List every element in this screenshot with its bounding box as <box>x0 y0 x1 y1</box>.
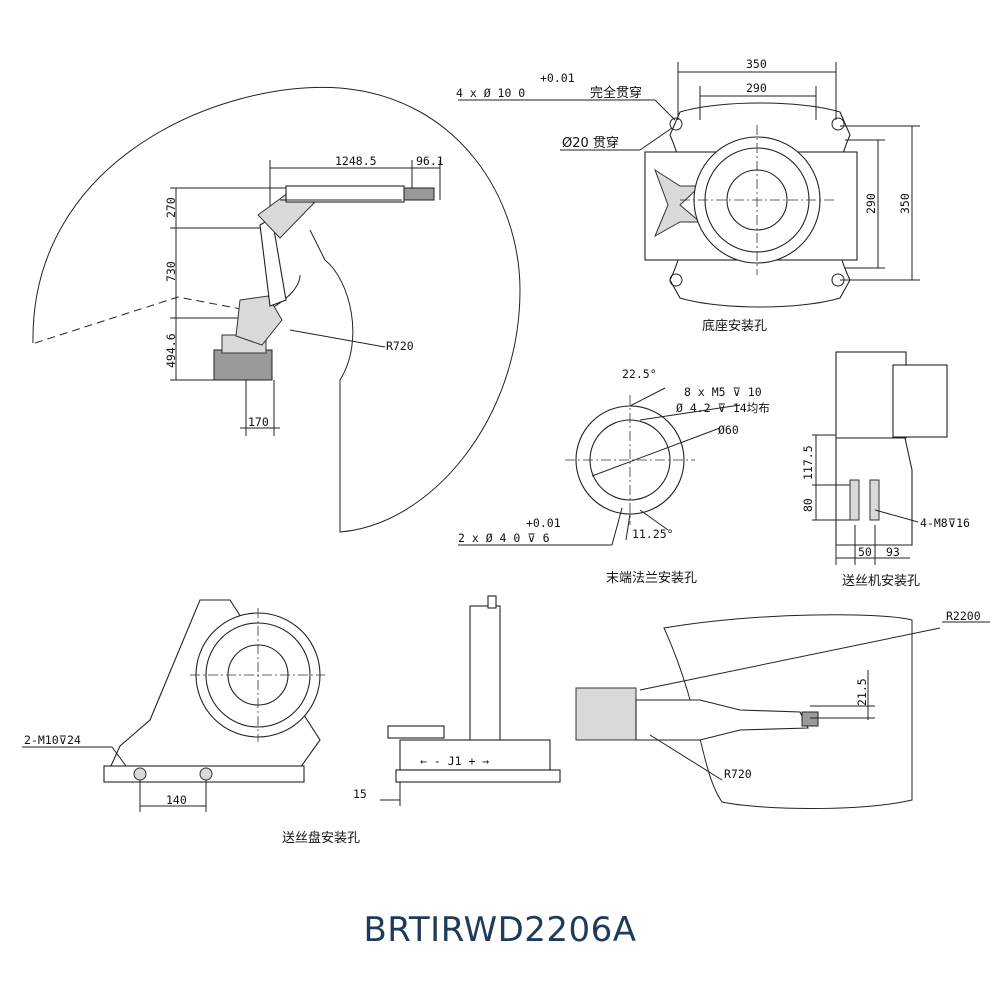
dim-feeder-50: 50 <box>858 545 872 559</box>
flange-tolerance: +0.01 <box>526 516 561 530</box>
reel-callout-m10: 2-M10⊽24 <box>24 733 81 747</box>
dim-top-r2200: R2200 <box>946 609 981 623</box>
flange-angle-22-5: 22.5° <box>622 367 657 381</box>
dim-1248-5: 1248.5 <box>335 154 377 168</box>
dim-reel-15: 15 <box>353 787 367 801</box>
robot-wrist <box>403 187 435 201</box>
dim-730: 730 <box>164 261 178 282</box>
dim-96-1: 96.1 <box>416 154 444 168</box>
feeder-view: 117.5 80 50 93 4-M8⊽16 送丝机安装孔 <box>801 351 970 589</box>
base-hole-tr <box>831 117 845 131</box>
reel-caption: 送丝盘安装孔 <box>282 830 360 846</box>
flange-view: 22.5° 8 x M5 ⊽ 10 Ø 4.2 ⊽ 14均布 Ø60 +0.01… <box>458 367 770 586</box>
feeder-callout-m8: 4-M8⊽16 <box>920 516 970 530</box>
reel-view: 2-M10⊽24 140 送丝盘安装孔 <box>22 599 360 846</box>
dim-reel-140: 140 <box>166 793 187 807</box>
base-hole-tl <box>669 117 683 131</box>
dim-r720: R720 <box>386 339 414 353</box>
reel-rail <box>399 739 551 771</box>
top-envelope <box>663 614 913 809</box>
dim-494-6: 494.6 <box>164 333 178 368</box>
dim-270: 270 <box>164 197 178 218</box>
flange-angle-11-25: 11.25° <box>632 527 674 541</box>
flange-callout-4-2: Ø 4.2 ⊽ 14均布 <box>676 401 770 415</box>
base-view: 350 290 290 350 +0.01 4 x Ø 10 0 完全贯穿 Ø2… <box>456 57 920 334</box>
reel-side-view: ← - J1 + → 15 <box>353 595 561 806</box>
reel-rail-label: ← - J1 + → <box>420 754 489 768</box>
flange-dia-line <box>591 427 721 477</box>
reel-post <box>469 605 501 747</box>
reach-envelope-dashed <box>34 296 263 344</box>
dim-base-350-top: 350 <box>746 57 767 71</box>
top-base <box>575 687 637 741</box>
dim-base-290-side: 290 <box>864 193 878 214</box>
model-title: BRTIRWD2206A <box>363 910 637 950</box>
base-through-note: 完全贯穿 <box>590 85 642 101</box>
base-caption: 底座安装孔 <box>702 318 767 334</box>
dim-170: 170 <box>248 415 269 429</box>
dim-feeder-80: 80 <box>801 498 815 512</box>
base-hole-bl <box>669 273 683 287</box>
flange-caption: 末端法兰安装孔 <box>606 571 697 586</box>
base-holes-callout: 4 x Ø 10 0 <box>456 86 525 100</box>
dim-top-21-5: 21.5 <box>855 678 869 706</box>
flange-callout-m5: 8 x M5 ⊽ 10 <box>684 385 762 399</box>
feeder-caption: 送丝机安装孔 <box>842 574 920 589</box>
dim-base-290-top: 290 <box>746 81 767 95</box>
reach-view: 1248.5 96.1 270 730 494.6 170 R720 <box>32 86 521 533</box>
dim-base-350-side: 350 <box>898 193 912 214</box>
robot-base <box>213 349 273 381</box>
dim-feeder-117-5: 117.5 <box>801 445 815 480</box>
flange-callout-4: 2 x Ø 4 0 ⊽ 6 <box>458 531 550 545</box>
top-view: R2200 21.5 R720 <box>575 609 990 809</box>
robot-shoulder <box>235 295 283 346</box>
r720-leader <box>289 329 386 348</box>
dim-feeder-93: 93 <box>886 545 900 559</box>
base-tolerance: +0.01 <box>540 71 575 85</box>
reach-envelope-outer <box>32 86 521 533</box>
flange-dia-60: Ø60 <box>718 423 739 437</box>
dim-top-r720: R720 <box>724 767 752 781</box>
top-arm <box>635 699 809 741</box>
base-hole20-note: Ø20 贯穿 <box>562 135 619 151</box>
